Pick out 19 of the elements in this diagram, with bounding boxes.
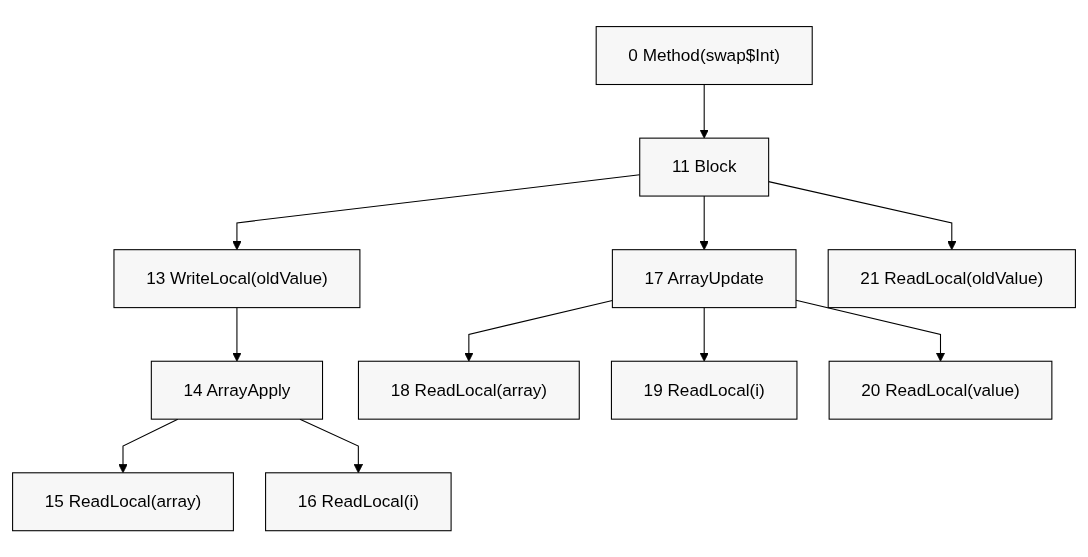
arrow: [232, 306, 242, 362]
node-box: 20 ReadLocal(value): [828, 360, 1053, 420]
node-box: 11 Block: [639, 137, 770, 197]
arrow: [699, 306, 709, 362]
arrow: [464, 299, 613, 362]
node-box: 17 ArrayUpdate: [611, 249, 797, 308]
arrow: [699, 83, 709, 139]
node-box: 16 ReadLocal(i): [265, 472, 452, 532]
node-box: 15 ReadLocal(array): [12, 472, 234, 532]
arrow: [118, 418, 179, 474]
node-box: 13 WriteLocal(oldValue): [113, 249, 361, 308]
node-box: 0 Method(swap$Int): [595, 25, 813, 85]
node-box: 18 ReadLocal(array): [357, 360, 580, 420]
node-box: 19 ReadLocal(i): [610, 360, 798, 420]
arrow: [768, 180, 957, 250]
node-box: 21 ReadLocal(oldValue): [827, 249, 1076, 308]
arrow: [699, 195, 709, 250]
node-box: 14 ArrayApply: [150, 360, 324, 420]
arrow: [299, 418, 364, 474]
